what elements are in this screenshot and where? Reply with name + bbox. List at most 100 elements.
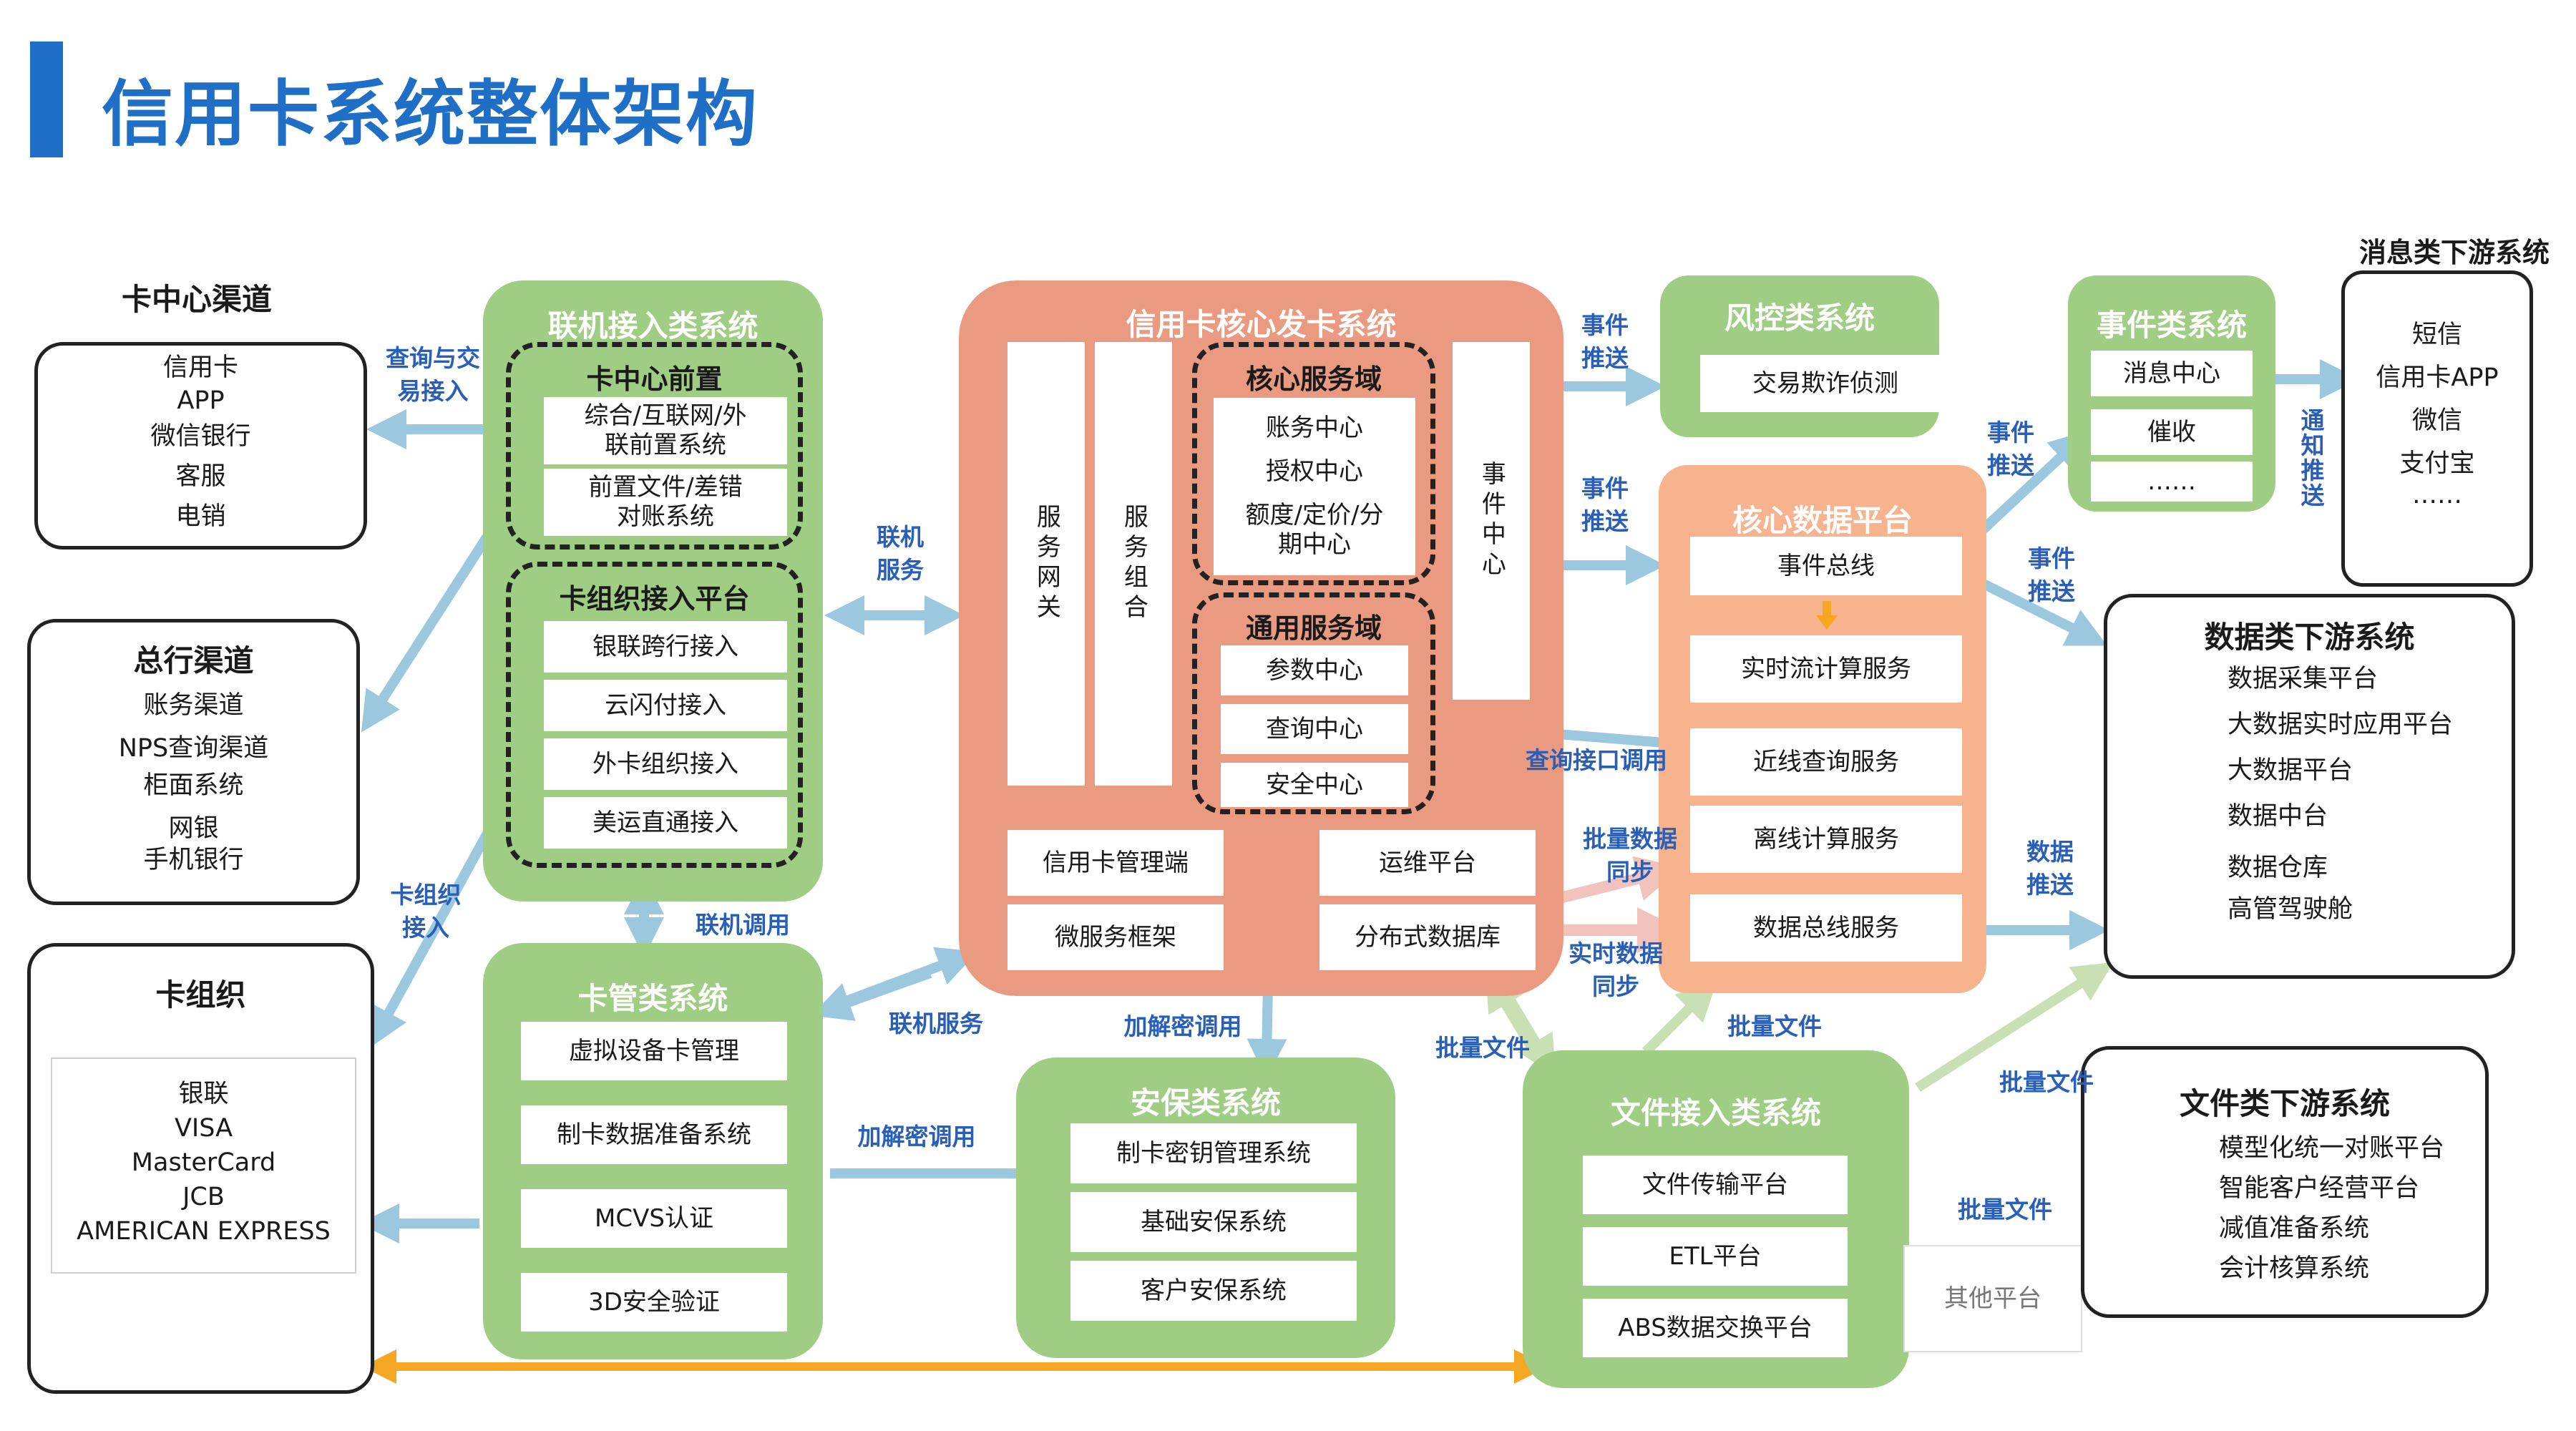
message-center-box: 消息中心 (2091, 351, 2253, 396)
online-access-title: 联机接入类系统 (547, 308, 758, 343)
card-org-box: 卡组织 银联 VISA MasterCard JCB AMERICAN EXPR… (27, 943, 374, 1394)
card-center-box: 信用卡 APP 微信银行 客服 电销 (34, 342, 367, 550)
label-org-access: 卡组织 接入 (390, 881, 462, 942)
service-gateway-box: 服务网关 (1008, 342, 1085, 786)
label-query-access: 查询与交 易接入 (386, 344, 480, 406)
card-center-heading: 卡中心渠道 (121, 282, 272, 317)
message-downstream-box: 短信 信用卡APP 微信 支付宝 …… (2341, 270, 2533, 587)
3d-secure-box: 3D安全验证 (521, 1273, 787, 1332)
label-realtime-sync: 实时数据 同步 (1568, 939, 1663, 1001)
label-batch-file-1: 批量文件 (1435, 1034, 1530, 1062)
arrow-core-file (1498, 985, 1556, 1077)
label-encrypt-call-1: 加解密调用 (857, 1123, 976, 1151)
other-platform-box: 其他平台 (1903, 1245, 2082, 1352)
basic-security-box: 基础安保系统 (1070, 1192, 1357, 1252)
front-system-box: 综合/互联网/外 联前置系统 (544, 397, 787, 464)
amex-access-box: 美运直通接入 (544, 797, 787, 849)
label-event-push-2: 事件 推送 (1581, 474, 1629, 536)
service-composition-box: 服务组合 (1095, 342, 1172, 786)
arrow-file-coredata (1642, 980, 1717, 1055)
data-downstream-item: 大数据实时应用平台 (2228, 710, 2454, 739)
core-domain-list: 账务中心 授权中心 额度/定价/分 期中心 (1214, 398, 1415, 575)
label-batch-file-4: 批量文件 (1958, 1196, 2052, 1224)
risk-title: 风控类系统 (1724, 301, 1875, 336)
card-org-item: JCB (182, 1183, 225, 1211)
core-domain-item: 授权中心 (1266, 457, 1363, 487)
common-domain-title: 通用服务域 (1245, 612, 1382, 644)
label-event-push-4: 事件 推送 (2028, 544, 2075, 606)
core-domain-item: 额度/定价/分 期中心 (1245, 501, 1384, 559)
card-key-box: 制卡密钥管理系统 (1070, 1123, 1357, 1183)
file-transfer-box: 文件传输平台 (1583, 1156, 1848, 1214)
file-downstream-item: 会计核算系统 (2219, 1254, 2370, 1283)
card-org-platform-group: 卡组织接入平台 (506, 562, 803, 868)
virtual-card-box: 虚拟设备卡管理 (521, 1022, 787, 1080)
ops-platform-box: 运维平台 (1319, 830, 1536, 896)
label-online-service-1: 联机 服务 (877, 523, 924, 585)
data-bus-box: 数据总线服务 (1690, 894, 1962, 962)
nearline-query-box: 近线查询服务 (1690, 728, 1962, 796)
data-downstream-item: 数据采集平台 (2228, 665, 2379, 693)
arrow-batch-sync (1544, 856, 1683, 907)
security-title: 安保类系统 (1130, 1085, 1281, 1120)
common-domain-group: 通用服务域 (1192, 592, 1435, 814)
card-org-item: MasterCard (131, 1148, 276, 1177)
card-center-item: 电销 (175, 502, 226, 531)
quickpass-access-box: 云闪付接入 (544, 680, 787, 731)
etl-box: ETL平台 (1583, 1227, 1848, 1286)
distributed-db-box: 分布式数据库 (1319, 904, 1536, 970)
stream-compute-box: 实时流计算服务 (1690, 635, 1962, 703)
fraud-detection-box: 交易欺诈侦测 (1700, 355, 1951, 412)
label-online-service-2: 联机服务 (889, 1010, 983, 1037)
card-center-front-title: 卡中心前置 (586, 363, 723, 395)
file-downstream-item: 减值准备系统 (2219, 1214, 2370, 1243)
customer-security-box: 客户安保系统 (1070, 1261, 1357, 1321)
head-office-item: NPS查询渠道 (118, 734, 269, 763)
core-data-title: 核心数据平台 (1732, 503, 1913, 538)
core-domain-item: 账务中心 (1266, 414, 1363, 443)
data-downstream-item: 数据仓库 (2228, 854, 2328, 882)
data-downstream-box: 数据类下游系统 数据采集平台 大数据实时应用平台 大数据平台 数据中台 数据仓库… (2104, 594, 2515, 979)
head-office-item: 柜面系统 (143, 771, 244, 800)
card-center-item: APP (177, 386, 225, 415)
event-bus-box: 事件总线 (1690, 537, 1962, 595)
head-office-item: 手机银行 (143, 846, 244, 874)
card-center-item: 信用卡 (162, 353, 238, 382)
message-downstream-heading: 消息类下游系统 (2358, 237, 2550, 268)
card-org-item: VISA (174, 1114, 233, 1143)
card-org-inner: 银联 VISA MasterCard JCB AMERICAN EXPRESS (51, 1058, 356, 1274)
arrow-online-to-cardorg (369, 806, 506, 1048)
data-downstream-heading: 数据类下游系统 (2204, 620, 2415, 655)
data-downstream-item: 数据中台 (2228, 802, 2328, 831)
label-batch-file-2: 批量文件 (1727, 1012, 1822, 1040)
core-domain-group: 核心服务域 (1192, 342, 1435, 585)
label-online-call: 联机调用 (696, 911, 790, 939)
event-system-title: 事件类系统 (2096, 308, 2247, 343)
arrow-file-datadown (1915, 962, 2114, 1092)
file-downstream-heading: 文件类下游系统 (2179, 1086, 2390, 1121)
card-center-item: 客服 (175, 462, 226, 491)
card-center-item: 微信银行 (150, 422, 251, 451)
head-office-item: 网银 (168, 814, 219, 843)
label-event-push-3: 事件 推送 (1987, 419, 2034, 480)
message-item: …… (2412, 481, 2462, 509)
data-downstream-item: 大数据平台 (2228, 756, 2353, 785)
foreign-org-access-box: 外卡组织接入 (544, 738, 787, 790)
card-center-front-group: 卡中心前置 (506, 342, 803, 550)
file-access-title: 文件接入类系统 (1610, 1095, 1821, 1130)
front-file-box: 前置文件/差错 对账系统 (544, 469, 787, 536)
label-batch-file-3: 批量文件 (1999, 1068, 2094, 1096)
message-item: 信用卡APP (2376, 363, 2499, 392)
offline-compute-box: 离线计算服务 (1690, 806, 1962, 873)
param-center-box: 参数中心 (1221, 645, 1408, 695)
message-item: 短信 (2411, 321, 2462, 349)
mcvs-box: MCVS认证 (521, 1189, 787, 1248)
head-office-heading: 总行渠道 (133, 643, 254, 678)
card-admin-box: 信用卡管理端 (1008, 830, 1224, 896)
page-title: 信用卡系统整体架构 (102, 72, 758, 156)
microservice-box: 微服务框架 (1008, 904, 1224, 970)
unionpay-access-box: 银联跨行接入 (544, 621, 787, 673)
label-data-push: 数据 推送 (2026, 838, 2074, 899)
card-org-heading: 卡组织 (155, 977, 246, 1012)
event-center-box: 事件中心 (1453, 342, 1530, 700)
